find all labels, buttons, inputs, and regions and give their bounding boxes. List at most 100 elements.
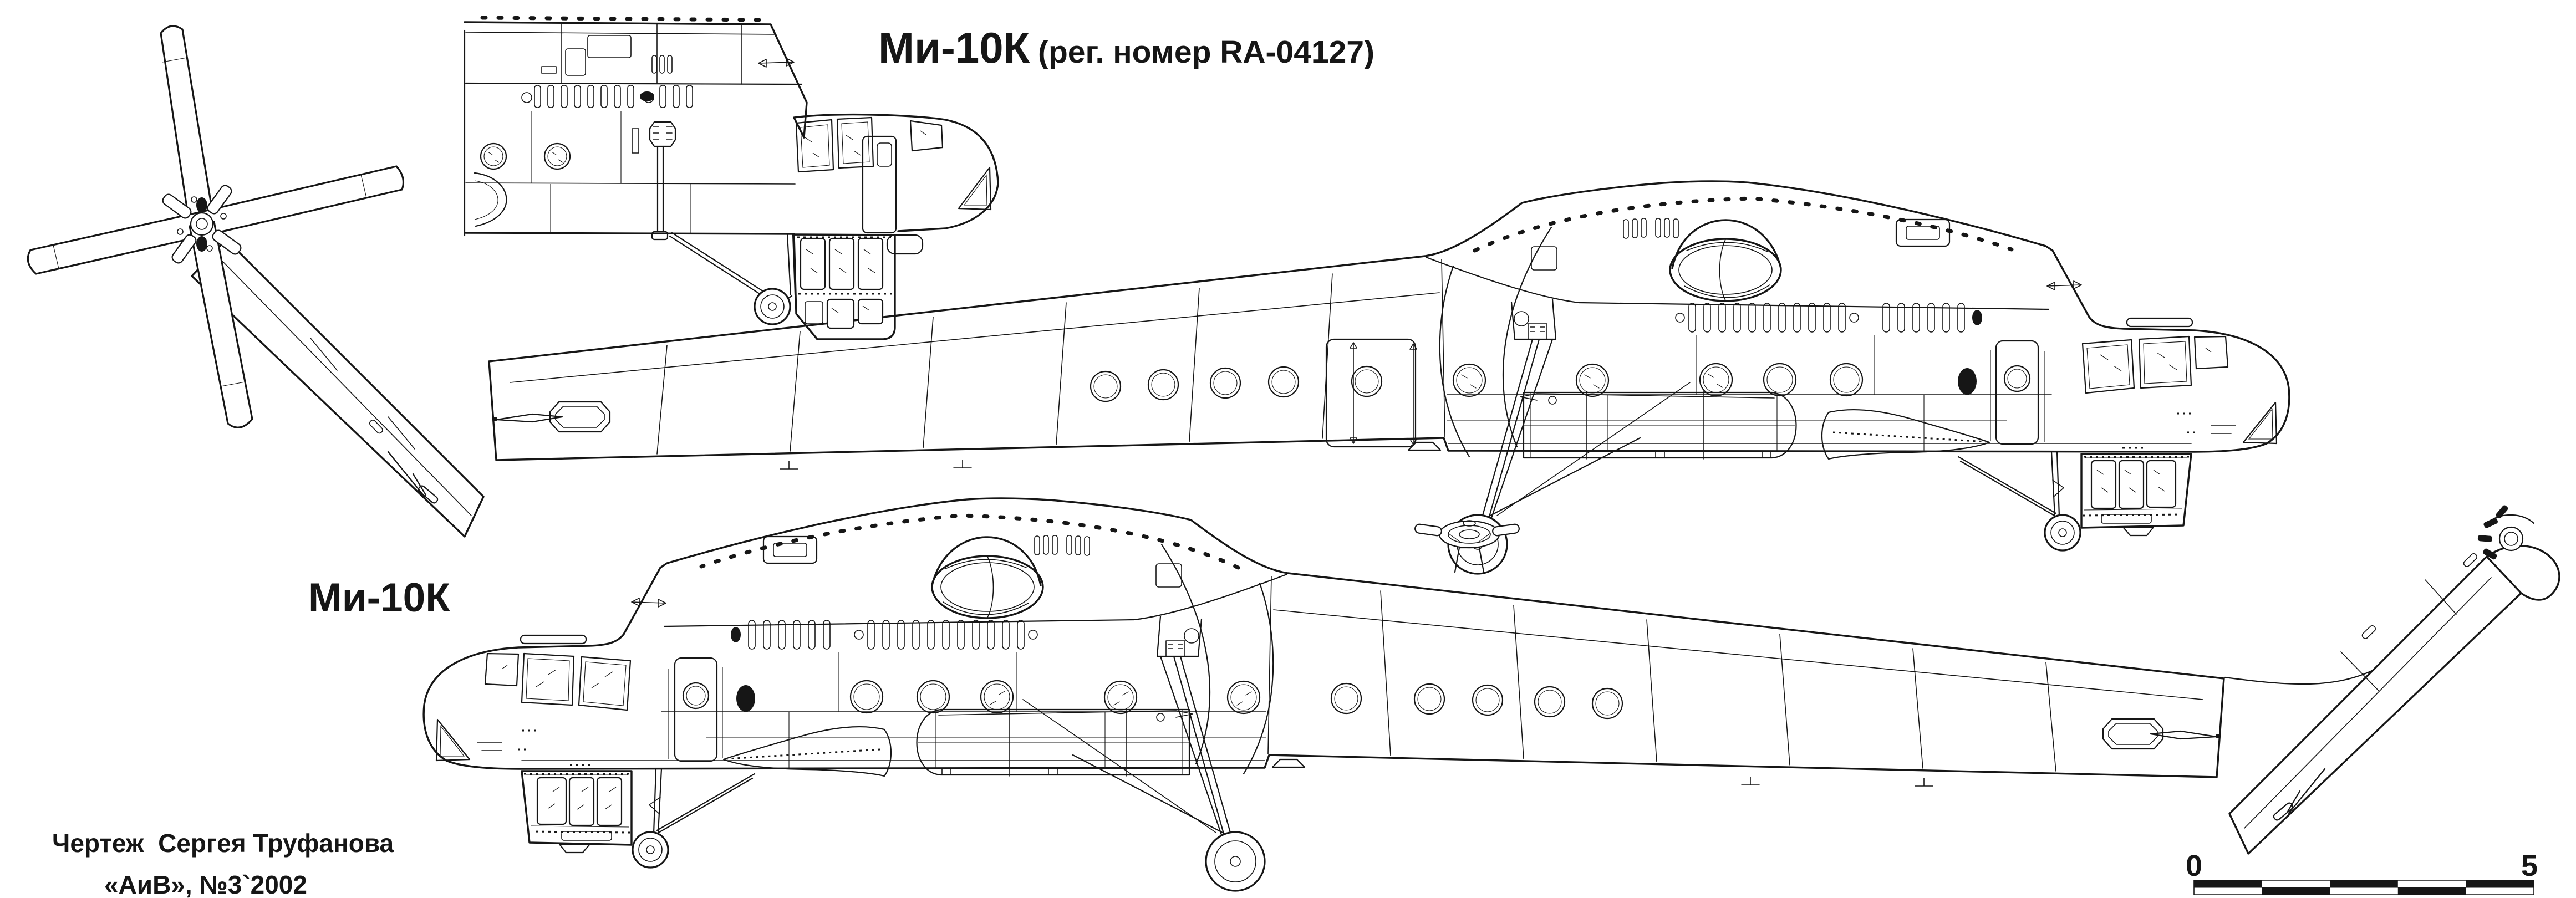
scale-start-label: 0: [2186, 849, 2202, 882]
tail-rotor-face-view: [27, 25, 404, 428]
inset-deck-line: [465, 32, 777, 35]
inset-portholes: [480, 142, 571, 170]
tail-rotor-hub: [162, 185, 242, 264]
fin-root-fillet: [2224, 670, 2373, 685]
exhaust-inner: [1678, 245, 1773, 295]
inset-vent-band: [521, 85, 693, 108]
shoulder-line: [1425, 256, 2050, 310]
scale-bar: 0 5: [2186, 849, 2538, 895]
cowl-hatch-inner: [1906, 226, 1940, 240]
bottom-side-view-extras: [1414, 505, 2560, 855]
crew-door: [1995, 340, 2039, 445]
vent-band: [1675, 303, 1982, 333]
inset-crew-door: [862, 135, 897, 234]
inset-deck-fasteners: [480, 16, 766, 22]
main-rotor-head: [1414, 520, 1520, 573]
cowl-arrow-marking: [2046, 280, 2082, 290]
inset-shoulder-line: [465, 82, 803, 85]
gondola: [2080, 453, 2192, 537]
front-gear: [1957, 451, 2081, 552]
inset-deck-outline: [464, 21, 808, 139]
fin-seams: [310, 338, 415, 450]
credit-author: Чертеж Сергея Труфанова: [52, 829, 394, 858]
teardrop-fairing: [1821, 409, 1990, 460]
scale-bar-checker: [2193, 880, 2534, 895]
upper-louvers: [1623, 218, 1679, 239]
cabin-vertical-seams: [1607, 335, 1925, 451]
inset-belly: [465, 232, 795, 235]
bottom-side-view: [424, 498, 2224, 891]
door-window: [2003, 365, 2031, 392]
cockpit-glazing: [2081, 335, 2229, 394]
bottom-tail-fin: [2224, 505, 2560, 855]
door-window-inner: [2007, 369, 2027, 389]
belly-hook-1: [1655, 451, 1665, 458]
rear-door-rails: [1350, 342, 1417, 445]
exhaust-arch: [1671, 219, 1782, 269]
nose-lower-window: [2242, 401, 2278, 445]
credit-magazine: «АиВ», №3`2002: [104, 870, 307, 898]
exhaust-framing: [1684, 239, 1770, 301]
tail-rotor-blade-up: [160, 25, 215, 227]
pylon-hole: [1514, 311, 1529, 326]
fuselage-outline: [488, 180, 2290, 461]
title-model: Ми-10К: [878, 23, 1030, 72]
side-view-label: Ми-10К: [308, 575, 450, 620]
blade-tip-chords: [53, 57, 367, 387]
belly-hook-2: [1762, 451, 1771, 458]
inset-front-gear: [669, 232, 796, 325]
boom-fitting-inner: [555, 406, 605, 428]
rear-door: [1325, 338, 1417, 448]
inset-arrow-marking: [758, 58, 795, 68]
inset-step-fairing: [886, 234, 924, 255]
top-side-view-extras: [27, 25, 1417, 538]
tank-filler: [1548, 396, 1557, 405]
exhaust-opening: [1669, 238, 1782, 302]
rivet-strips-nose: [2122, 412, 2195, 449]
fuel-tank: [1523, 391, 1797, 459]
inset-sling-fitting: [632, 121, 676, 241]
position-light-dart: [496, 413, 563, 423]
boom-root-seam: [1441, 259, 1445, 437]
dart-tip: [493, 417, 497, 421]
cowl-fastener-row: [1473, 196, 2014, 253]
inset-deck-panels: [541, 22, 742, 85]
tail-rotor-blade-left: [27, 211, 206, 275]
boom-frame-seams: [656, 273, 1333, 455]
helicopter-airframe: [488, 180, 2290, 575]
boom-longitudinal-line: [510, 292, 1440, 383]
tail-bumper-shoe: [418, 485, 439, 504]
inset-door-window: [877, 142, 892, 167]
portholes: [1090, 363, 1977, 402]
tank-top-rod: [1520, 393, 1775, 401]
bottom-tail-bumper: [2287, 768, 2326, 814]
inset-cockpit-glazing: [795, 116, 944, 173]
fin-inner-line: [221, 260, 472, 516]
datum-marks: [780, 460, 972, 470]
nose-lower-window-inner: [2248, 408, 2273, 440]
inset-lower-panels: [531, 111, 691, 233]
bottom-bumper-shoe: [2273, 802, 2294, 821]
inset-nose-window-inner: [963, 174, 987, 206]
gear-pylon: [1510, 298, 1557, 340]
inset-nose-outline: [793, 113, 999, 232]
tail-rotor-blade-right: [198, 165, 404, 237]
inset-lower-seam: [465, 182, 796, 185]
inset-tank-cap-inner: [474, 180, 498, 220]
inset-forward-fuselage-view: [464, 16, 999, 340]
clamshell-arc-1: [1439, 265, 1470, 458]
inset-tank-cap: [474, 172, 507, 227]
bottom-tail-rotor-hub: [2477, 505, 2535, 560]
bottom-fin-seams: [2340, 579, 2457, 691]
tail-bumper-struts: [387, 451, 427, 497]
roof-handle: [2126, 317, 2193, 328]
title-registration: (рег. номер RA-04127): [1038, 34, 1374, 70]
inset-nose-window: [958, 166, 992, 211]
tail-rotor-blade-down: [189, 221, 253, 428]
cowl-hatch-large: [1895, 218, 1951, 247]
pylon-fitting: [1528, 323, 1547, 340]
scale-end-label: 5: [2521, 849, 2538, 882]
inset-gondola: [793, 233, 896, 340]
